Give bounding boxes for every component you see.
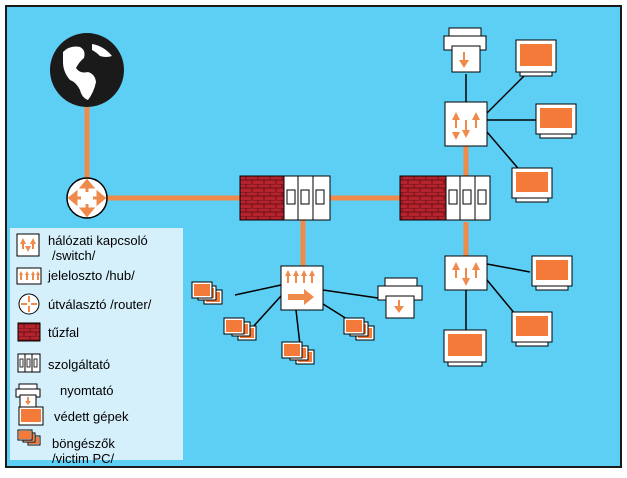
legend-switch-icon	[16, 233, 40, 257]
printer-icon	[377, 277, 423, 319]
printer-icon	[443, 27, 487, 73]
backbone-links	[84, 100, 469, 266]
browser-pcs-icon	[281, 341, 315, 365]
legend-browser-pcs-icon	[17, 429, 41, 446]
legend-label-server: szolgáltató	[48, 357, 111, 372]
legend-label-browsers: böngészők	[52, 436, 115, 451]
legend-firewall-icon	[17, 322, 41, 342]
browser-pcs-icon	[343, 317, 375, 341]
hub-icon	[280, 265, 324, 311]
legend-hub-icon	[16, 267, 42, 285]
firewall-icon	[399, 175, 447, 221]
legend-label-victim-pc: /victim PC/	[52, 451, 115, 466]
firewall-icon	[239, 175, 285, 221]
protected-pc-icon	[511, 311, 553, 347]
switch-icon	[444, 101, 488, 147]
protected-pc-icon	[443, 329, 487, 367]
router-icon	[66, 177, 108, 219]
switch-icon	[444, 255, 488, 291]
server-icon	[445, 175, 491, 221]
legend-label-hub: jeleloszto /hub/	[48, 268, 135, 283]
legend-label-switch-en: /switch/	[52, 248, 96, 263]
protected-pc-icon	[531, 255, 573, 291]
protected-pc-icon	[535, 103, 577, 139]
legend-label-protected-pcs: védett gépek	[54, 409, 129, 424]
protected-pc-icon	[511, 167, 553, 203]
legend-label-firewall: tűzfal	[48, 325, 80, 340]
internet-globe-icon	[50, 33, 124, 107]
browser-pcs-icon	[223, 317, 257, 341]
legend-printer-icon	[15, 383, 41, 408]
legend-label-router: útválasztó /router/	[48, 297, 152, 312]
server-icon	[283, 175, 331, 221]
legend-router-icon	[18, 293, 40, 315]
legend-label-printer: nyomtató	[60, 383, 114, 398]
browser-pcs-icon	[191, 281, 223, 305]
access-links	[234, 71, 540, 346]
legend-protected-pc-icon	[18, 406, 44, 426]
legend-server-icon	[17, 353, 41, 373]
legend-label-switch: hálózati kapcsoló	[48, 233, 148, 248]
protected-pc-icon	[515, 39, 557, 77]
